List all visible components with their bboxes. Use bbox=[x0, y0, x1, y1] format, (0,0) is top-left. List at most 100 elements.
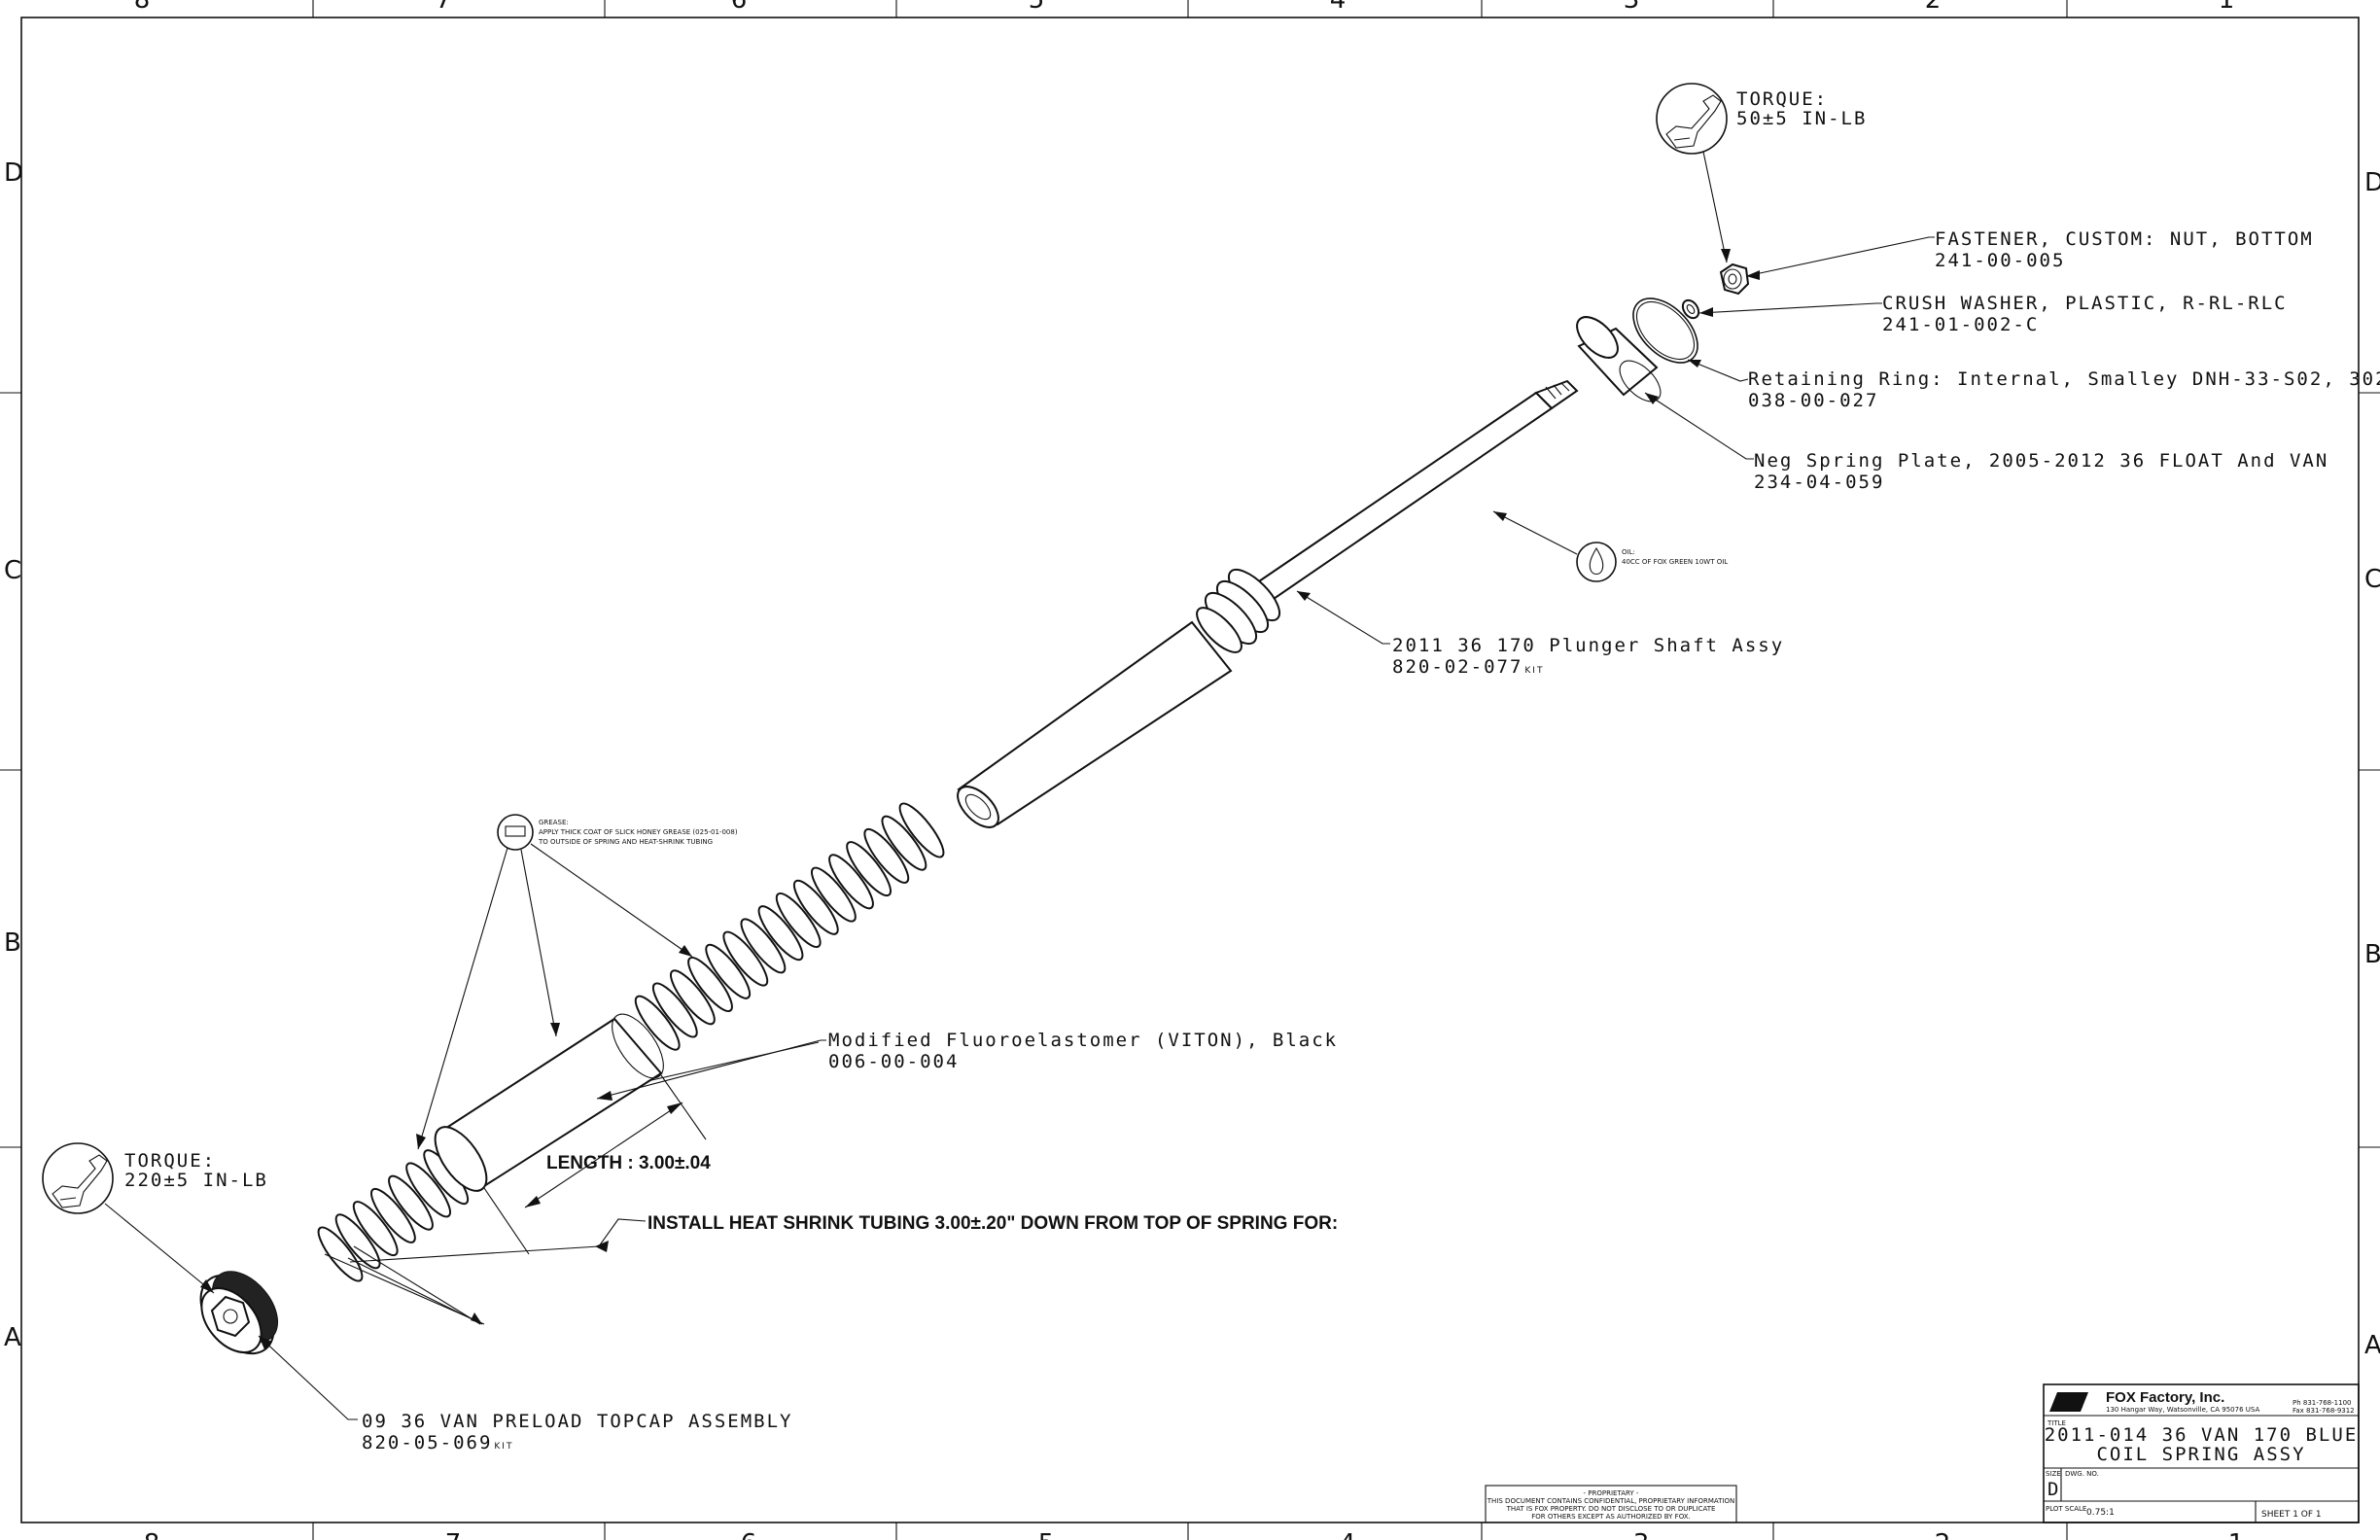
viton-number: 006-00-004 bbox=[828, 1051, 959, 1072]
zone-bottom-4: 4 bbox=[1340, 1529, 1356, 1540]
grease-label: GREASE: bbox=[539, 819, 569, 826]
drawing-title-line1: 2011-014 36 VAN 170 BLUE bbox=[2045, 1424, 2359, 1446]
crush-washer-number: 241-01-002-C bbox=[1882, 314, 2039, 335]
plunger-shaft-part bbox=[957, 379, 1579, 828]
plot-scale-value: 0.75:1 bbox=[2086, 1508, 2115, 1518]
topcap-callout: 09 36 VAN PRELOAD TOPCAP ASSEMBLY 820-05… bbox=[258, 1335, 793, 1453]
zone-top-7: 7 bbox=[436, 0, 452, 15]
torque-top-callout: TORQUE: 50±5 IN-LB bbox=[1656, 83, 1867, 263]
zone-top-6: 6 bbox=[731, 0, 748, 15]
zone-right-d: D bbox=[2364, 168, 2380, 197]
zone-bottom-8: 8 bbox=[144, 1529, 160, 1540]
crush-washer-callout: CRUSH WASHER, PLASTIC, R-RL-RLC 241-01-0… bbox=[1698, 293, 2286, 335]
company-address: 130 Hangar Way, Watsonville, CA 95076 US… bbox=[2106, 1406, 2259, 1414]
retaining-ring-callout: Retaining Ring: Internal, Smalley DNH-33… bbox=[1687, 359, 2380, 411]
spring-coil bbox=[846, 841, 892, 897]
zone-right-b: B bbox=[2364, 940, 2380, 969]
wrench-icon bbox=[1665, 94, 1722, 149]
plunger-shaft-name: 2011 36 170 Plunger Shaft Assy bbox=[1392, 635, 1784, 656]
grease-callout: GREASE: APPLY THICK COAT OF SLICK HONEY … bbox=[416, 814, 738, 1150]
fox-logo-text: FOX bbox=[2053, 1395, 2084, 1412]
plunger-shaft-suffix: KIT bbox=[1524, 666, 1544, 676]
zone-top-2: 2 bbox=[1925, 0, 1942, 15]
zone-right-c: C bbox=[2364, 565, 2380, 594]
size-label: SIZE bbox=[2046, 1470, 2061, 1478]
oil-drop-icon bbox=[1589, 546, 1604, 576]
plunger-shaft-number-text: 820-02-077 bbox=[1392, 656, 1522, 678]
proprietary-line3: THAT IS FOX PROPERTY. DO NOT DISCLOSE TO… bbox=[1506, 1505, 1716, 1513]
torque-bottom-callout: TORQUE: 220±5 IN-LB bbox=[42, 1142, 268, 1294]
oil-circle bbox=[1576, 542, 1617, 582]
zone-bottom-5: 5 bbox=[1038, 1529, 1055, 1540]
spring-coil bbox=[792, 879, 839, 935]
company-phone: Ph 831-768-1100 bbox=[2292, 1399, 2351, 1407]
zone-left-a: A bbox=[4, 1323, 21, 1352]
oil-callout: OIL: 40CC OF FOX GREEN 10WT OIL bbox=[1492, 510, 1728, 582]
grease-line2: TO OUTSIDE OF SPRING AND HEAT-SHRINK TUB… bbox=[538, 838, 713, 846]
spring-coil bbox=[651, 982, 698, 1038]
torque-top-value: 50±5 IN-LB bbox=[1736, 108, 1867, 129]
spring-coil bbox=[811, 866, 857, 923]
drawing-title-line2: COIL SPRING ASSY bbox=[2096, 1444, 2305, 1465]
fastener-nut-part bbox=[1719, 262, 1750, 296]
topcap-suffix: KIT bbox=[494, 1442, 513, 1452]
spring-coil bbox=[705, 943, 752, 999]
spring-coil bbox=[370, 1187, 416, 1243]
zone-bottom-2: 2 bbox=[1935, 1529, 1951, 1540]
spring-coil bbox=[828, 854, 874, 910]
viton-name: Modified Fluoroelastomer (VITON), Black bbox=[828, 1030, 1338, 1051]
size-value: D bbox=[2048, 1479, 2060, 1500]
zone-top-3: 3 bbox=[1624, 0, 1640, 15]
fastener-number: 241-00-005 bbox=[1935, 250, 2065, 271]
length-dimension: LENGTH : 3.00±.04 bbox=[483, 1074, 711, 1255]
grease-circle bbox=[497, 814, 534, 851]
proprietary-line1: - PROPRIETARY - bbox=[1584, 1489, 1639, 1497]
zone-bottom-6: 6 bbox=[741, 1529, 757, 1540]
grease-icon bbox=[505, 825, 526, 837]
spring-coil bbox=[317, 1226, 364, 1282]
topcap-name: 09 36 VAN PRELOAD TOPCAP ASSEMBLY bbox=[362, 1411, 793, 1432]
spring-coil bbox=[898, 802, 945, 858]
spring-coil bbox=[740, 918, 787, 974]
zone-bottom-3: 3 bbox=[1633, 1529, 1650, 1540]
zone-top-8: 8 bbox=[134, 0, 151, 15]
title-label: TITLE bbox=[2047, 1419, 2066, 1427]
fastener-name: FASTENER, CUSTOM: NUT, BOTTOM bbox=[1935, 228, 2314, 250]
fastener-callout: FASTENER, CUSTOM: NUT, BOTTOM 241-00-005 bbox=[1745, 228, 2314, 280]
torque-bottom-value: 220±5 IN-LB bbox=[124, 1170, 268, 1191]
install-note: INSTALL HEAT SHRINK TUBING 3.00±.20" DOW… bbox=[648, 1213, 1338, 1234]
torque-bottom-label: TORQUE: bbox=[124, 1150, 216, 1172]
zone-top-5: 5 bbox=[1029, 0, 1045, 15]
spring-coil bbox=[881, 815, 928, 871]
spring-coil bbox=[334, 1213, 381, 1270]
heat-shrink-tubing-part bbox=[434, 1013, 664, 1192]
retaining-ring-name: Retaining Ring: Internal, Smalley DNH-33… bbox=[1748, 368, 2380, 390]
spring-coil bbox=[757, 905, 804, 962]
spring-coil bbox=[634, 995, 681, 1051]
spring-coil bbox=[863, 827, 910, 884]
plot-scale-label: PLOT SCALE bbox=[2046, 1505, 2086, 1513]
title-block: FOX FOX Factory, Inc. 130 Hangar Way, Wa… bbox=[2043, 1383, 2360, 1523]
topcap-part bbox=[199, 1271, 279, 1355]
oil-label: OIL: bbox=[1622, 548, 1635, 556]
neg-spring-plate-number: 234-04-059 bbox=[1754, 472, 1884, 493]
torque-top-circle bbox=[1656, 83, 1728, 155]
retaining-ring-part bbox=[1632, 298, 1698, 364]
retaining-ring-number: 038-00-027 bbox=[1748, 390, 1878, 411]
coil-spring-part bbox=[317, 802, 945, 1282]
torque-bottom-circle bbox=[42, 1142, 114, 1214]
viton-callout: Modified Fluoroelastomer (VITON), Black … bbox=[596, 1030, 1338, 1101]
length-note: LENGTH : 3.00±.04 bbox=[546, 1153, 711, 1173]
zone-bottom-1: 1 bbox=[2228, 1529, 2245, 1540]
spring-coil bbox=[687, 957, 733, 1012]
company-name: FOX Factory, Inc. bbox=[2106, 1389, 2224, 1406]
grease-line1: APPLY THICK COAT OF SLICK HONEY GREASE (… bbox=[539, 828, 738, 836]
wrench-icon bbox=[52, 1154, 108, 1208]
install-dimension: INSTALL HEAT SHRINK TUBING 3.00±.20" DOW… bbox=[324, 1213, 1338, 1325]
company-fax: Fax 831-768-9312 bbox=[2292, 1407, 2355, 1415]
crush-washer-part bbox=[1681, 298, 1700, 320]
zone-top-4: 4 bbox=[1330, 0, 1347, 15]
